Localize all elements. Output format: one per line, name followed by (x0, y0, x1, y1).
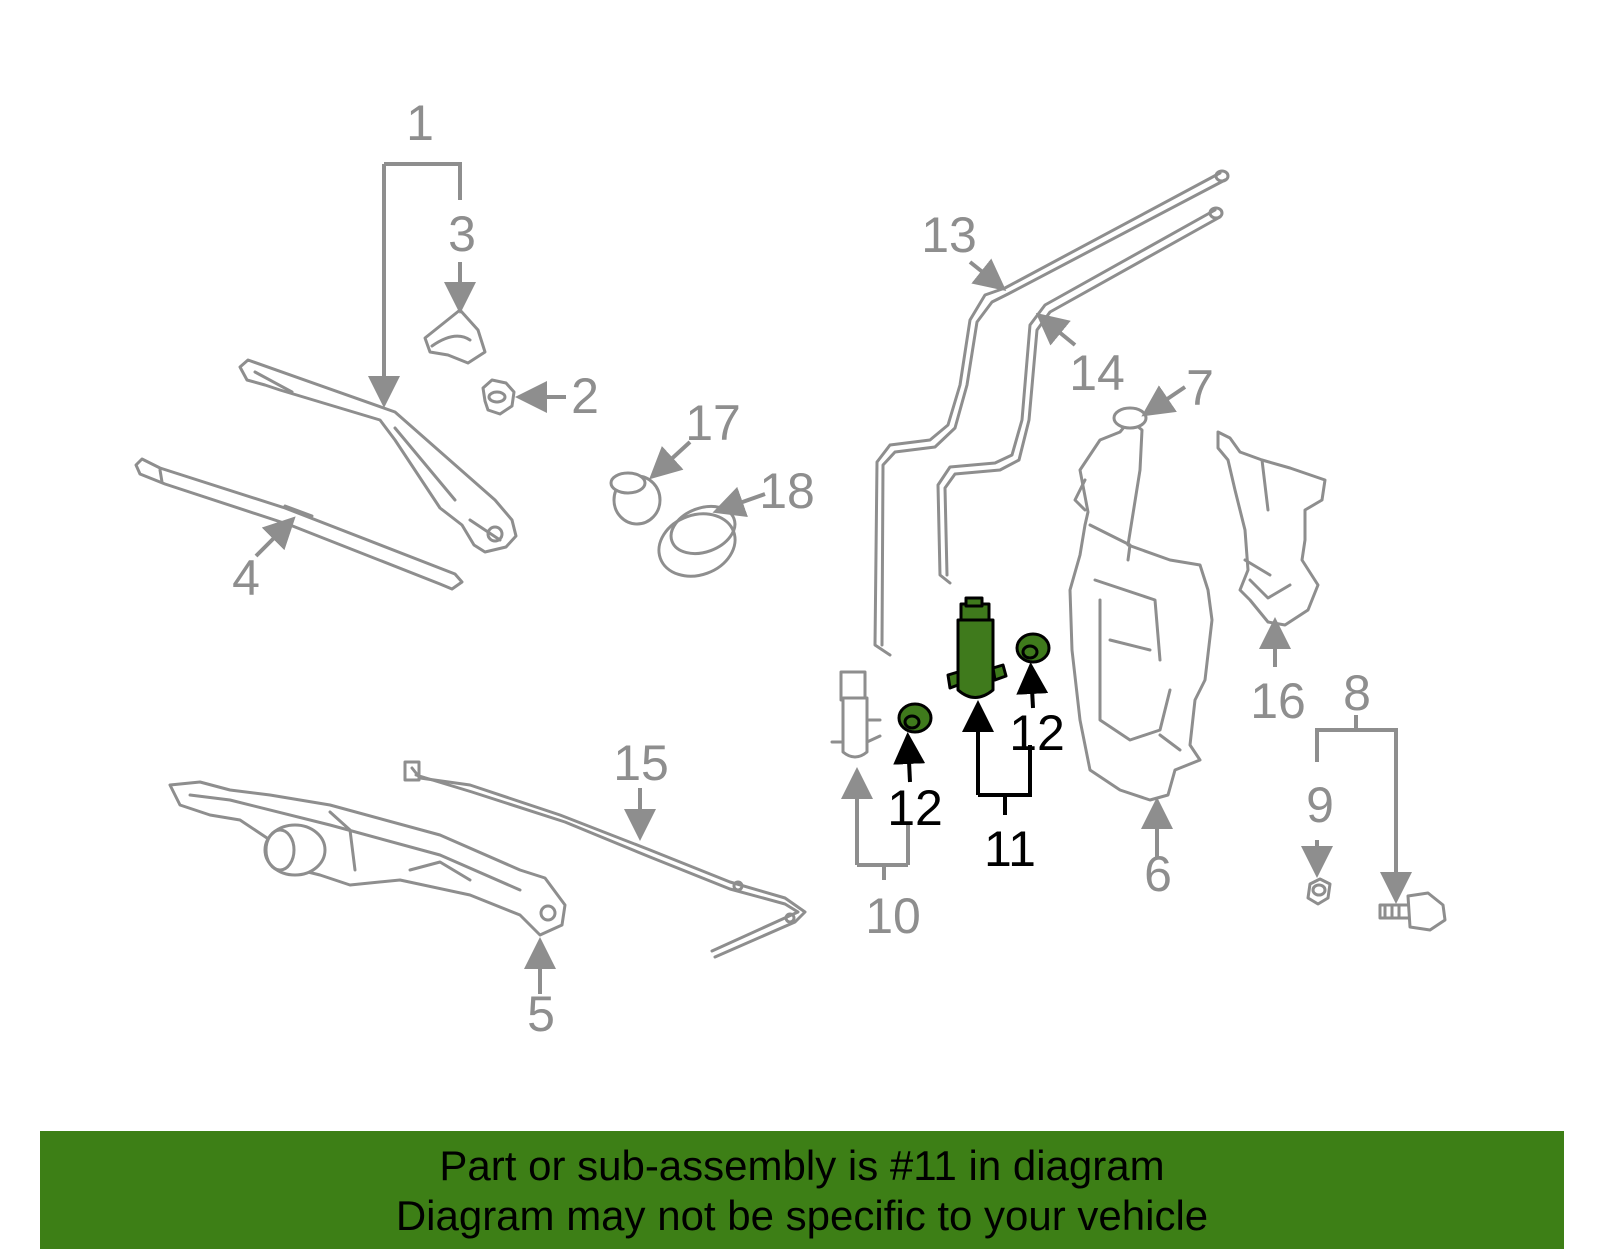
callout-14: 14 (1069, 345, 1125, 401)
leader-18 (712, 486, 766, 518)
grommet-12-right-part (1015, 632, 1051, 664)
bracket-16-part (1216, 430, 1327, 627)
arm-nut-part (481, 378, 516, 416)
pump-11-highlighted-part (946, 596, 1008, 699)
leader-1 (384, 162, 462, 400)
callout-13: 13 (921, 207, 977, 263)
callout-10: 10 (865, 888, 921, 944)
leader-17 (649, 440, 692, 480)
leader-4 (254, 516, 296, 558)
callout-8: 8 (1343, 665, 1371, 721)
callout-9: 9 (1306, 777, 1334, 833)
grommet-12-left-part (897, 702, 933, 734)
callout-3: 3 (448, 206, 476, 262)
grommet-17-part (609, 471, 662, 526)
bolt-8-part (1378, 891, 1447, 932)
callout-17: 17 (685, 395, 741, 451)
banner-part-note: Part or sub-assembly is #11 in diagram (439, 1142, 1165, 1189)
wiper-blade-part (134, 457, 464, 591)
grommet-18-part (657, 504, 737, 578)
nut-9-part (1306, 877, 1332, 906)
leader-7 (1141, 385, 1187, 417)
leader-13 (968, 258, 1007, 291)
callout-4: 4 (232, 550, 260, 606)
callout-18: 18 (759, 463, 815, 519)
leader-12-right (1016, 662, 1049, 709)
callout-16: 16 (1250, 673, 1306, 729)
washer-hose-part (403, 760, 807, 959)
hose-13-part (873, 169, 1230, 657)
callout-6: 6 (1144, 846, 1172, 902)
callout-5: 5 (527, 986, 555, 1042)
callout-7: 7 (1186, 360, 1214, 416)
callout-2: 2 (571, 368, 599, 424)
leader-8 (1315, 715, 1398, 895)
reservoir-part (1068, 406, 1214, 802)
callout-12-left: 12 (887, 780, 943, 836)
callout-1: 1 (406, 95, 434, 151)
pump-10-part (830, 670, 882, 759)
callout-12-right: 12 (1009, 705, 1065, 761)
arm-cap-part (423, 308, 487, 365)
leader-12-left (893, 732, 926, 783)
wiper-arm-part (238, 358, 518, 554)
banner-disclaimer: Diagram may not be specific to your vehi… (395, 1192, 1209, 1239)
callout-15: 15 (613, 735, 669, 791)
callout-11: 11 (984, 821, 1036, 877)
leader-14 (1035, 312, 1077, 347)
info-banner: Part or sub-assembly is #11 in diagram D… (40, 1131, 1564, 1249)
wiper-linkage-part (168, 780, 567, 937)
